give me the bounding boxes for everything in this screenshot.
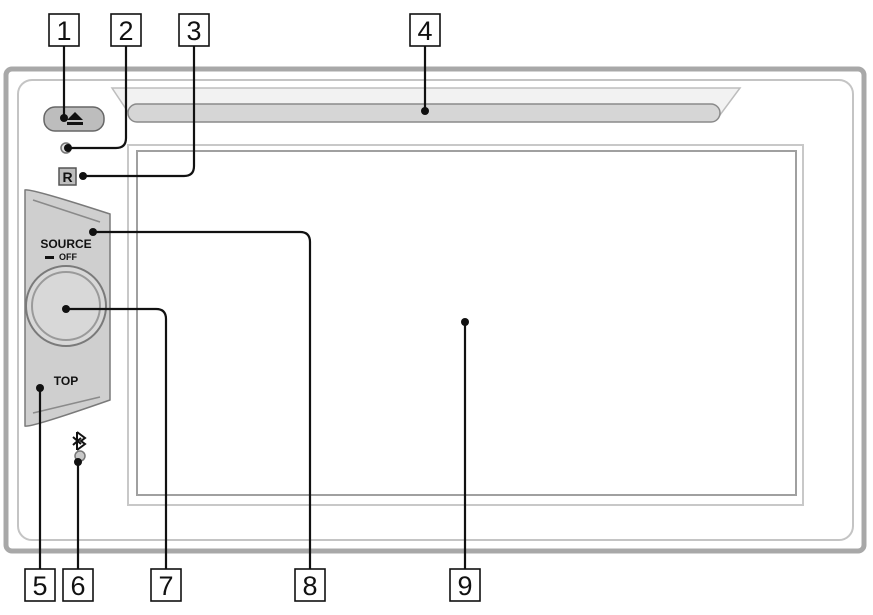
off-dash — [45, 256, 54, 259]
svg-text:7: 7 — [158, 571, 173, 601]
svg-text:1: 1 — [56, 16, 71, 46]
leader-3 — [80, 46, 196, 178]
source-off-button[interactable] — [30, 232, 102, 264]
control-dial-ring — [31, 271, 101, 341]
leader-2 — [70, 46, 128, 150]
dot-1 — [60, 114, 68, 122]
eject-icon — [67, 112, 83, 125]
svg-text:5: 5 — [32, 571, 47, 601]
leader-7 — [66, 307, 168, 569]
svg-text:2: 2 — [118, 16, 133, 46]
dot-4 — [421, 107, 429, 115]
svg-text:4: 4 — [417, 16, 432, 46]
dot-2 — [64, 144, 72, 152]
svg-text:8: 8 — [302, 571, 317, 601]
callout-3: 3 — [178, 13, 210, 47]
callout-5: 5 — [24, 568, 56, 602]
callout-7: 7 — [150, 568, 182, 602]
bluetooth-icon — [72, 431, 87, 451]
dot-8 — [89, 228, 97, 236]
dot-7 — [62, 305, 70, 313]
dot-6 — [74, 458, 82, 466]
source-button-label: SOURCE — [40, 237, 91, 251]
leader-8 — [93, 230, 312, 569]
callout-2: 2 — [110, 13, 142, 47]
callout-4: 4 — [409, 13, 441, 47]
dot-9 — [461, 318, 469, 326]
callout-6: 6 — [62, 568, 94, 602]
dot-3 — [79, 172, 87, 180]
remote-sensor-icon — [58, 167, 77, 186]
callout-9: 9 — [449, 568, 481, 602]
panel-edge-bottom — [32, 396, 101, 414]
svg-text:3: 3 — [186, 16, 201, 46]
callout-1: 1 — [48, 13, 80, 47]
top-button-label: TOP — [54, 374, 78, 388]
svg-text:6: 6 — [70, 571, 85, 601]
callout-8: 8 — [294, 568, 326, 602]
dot-5 — [36, 384, 44, 392]
panel-edge-top — [32, 199, 101, 223]
svg-text:9: 9 — [457, 571, 472, 601]
off-label: OFF — [59, 252, 77, 262]
remote-sensor-glyph: R — [62, 169, 72, 185]
